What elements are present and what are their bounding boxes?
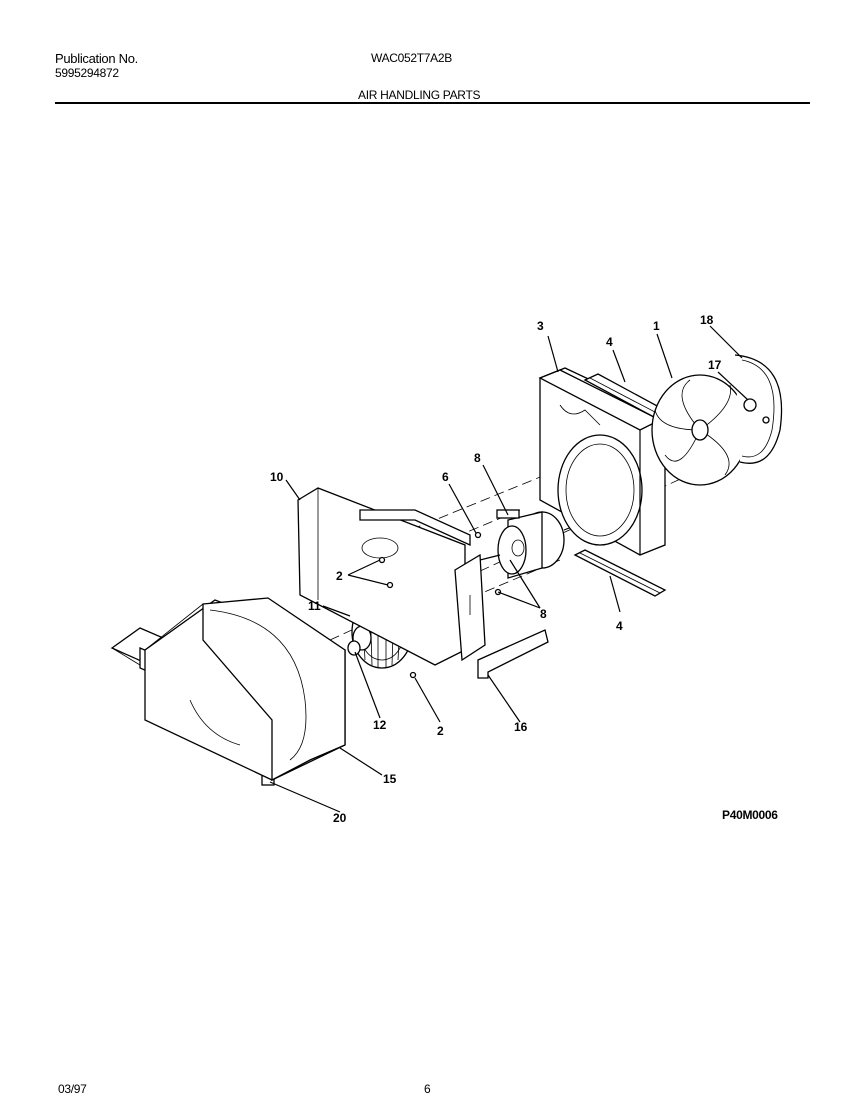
callout-8-top: 8 — [474, 451, 481, 465]
callout-3: 3 — [537, 319, 544, 333]
part-18-shroud-ring — [734, 354, 783, 464]
callout-11: 11 — [308, 599, 321, 613]
part-2-screws — [378, 531, 502, 679]
leader-lines — [269, 325, 749, 813]
callout-15: 15 — [383, 772, 397, 786]
callout-20: 20 — [333, 811, 347, 825]
footer-date: 03/97 — [58, 1082, 87, 1096]
callout-18: 18 — [700, 313, 714, 327]
part-1-fan-blade — [651, 374, 749, 486]
part-6-motor-mount — [454, 553, 486, 662]
callout-6: 6 — [442, 470, 449, 484]
page-number: 6 — [424, 1082, 431, 1096]
part-16-bracket — [477, 629, 549, 679]
drawing-code: P40M0006 — [722, 808, 778, 822]
callout-12: 12 — [373, 718, 387, 732]
part-4-seal-strip-bottom — [573, 549, 667, 597]
callout-8-bottom: 8 — [540, 607, 547, 621]
callout-4-top: 4 — [606, 335, 613, 349]
callout-2-bottom: 2 — [437, 724, 444, 738]
publication-label: Publication No. — [55, 51, 138, 66]
publication-number: 5995294872 — [55, 66, 119, 80]
model-number: WAC052T7A2B — [371, 51, 452, 65]
part-17-fan-clip — [743, 398, 770, 424]
callout-labels: 3 4 1 18 17 6 8 10 2 11 8 4 12 2 16 15 2… — [270, 313, 722, 825]
part-15-blower-housing — [144, 597, 346, 782]
callout-16: 16 — [514, 720, 528, 734]
callout-10: 10 — [270, 470, 284, 484]
part-8-motor — [479, 509, 591, 579]
callout-2-left: 2 — [336, 569, 343, 583]
section-title: AIR HANDLING PARTS — [358, 88, 481, 102]
part-3-fan-shroud — [538, 367, 666, 556]
callout-1: 1 — [653, 319, 660, 333]
callout-17: 17 — [708, 358, 722, 372]
callout-4-bottom: 4 — [616, 619, 623, 633]
header-rule — [55, 102, 810, 104]
